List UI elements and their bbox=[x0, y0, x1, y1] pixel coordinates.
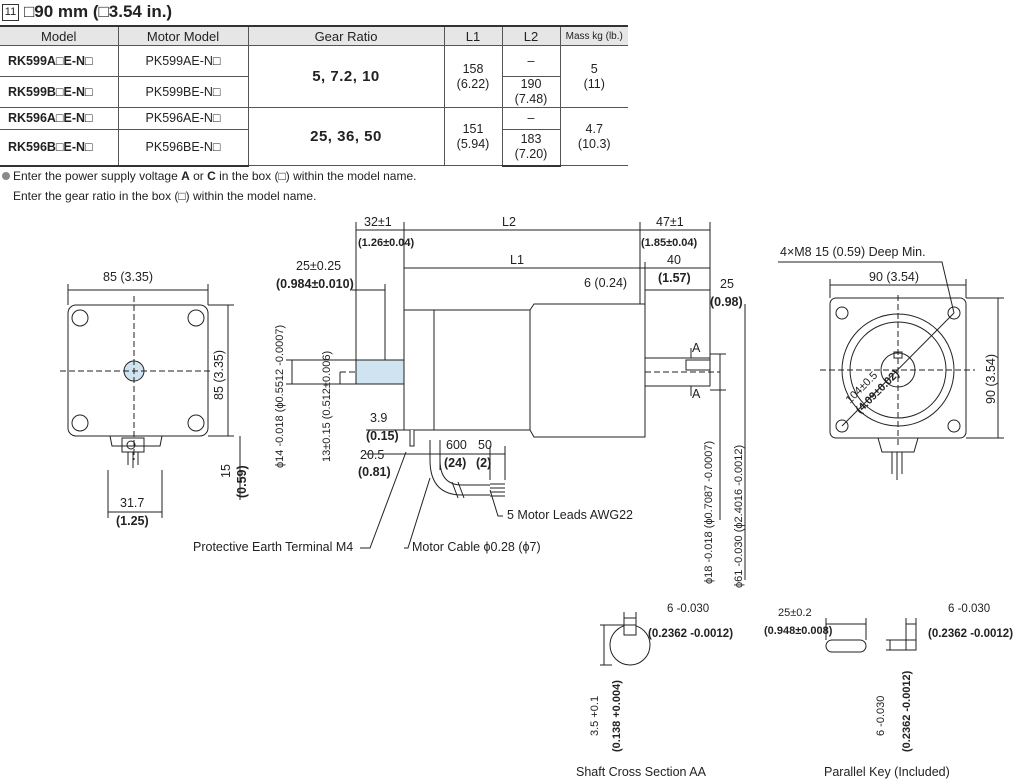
dim-terminal-height-in: (0.59) bbox=[235, 465, 249, 498]
l2-cell: 183(7.20) bbox=[501, 129, 560, 167]
gear-ratio-cell: 25, 36, 50 bbox=[247, 107, 445, 166]
model-cell: RK599B□E-N□ bbox=[0, 76, 119, 108]
section-number: 11 bbox=[2, 3, 19, 21]
model-cell: RK596B□E-N□ bbox=[0, 129, 119, 167]
dim-terminal-width-in: (1.25) bbox=[116, 514, 149, 528]
motor-model-cell: PK599BE-N□ bbox=[117, 76, 249, 108]
dim-40-in: (1.57) bbox=[658, 271, 691, 285]
dim-600-in: (24) bbox=[444, 456, 466, 470]
mass-cell: 4.7(10.3) bbox=[559, 107, 628, 166]
label-parallel-key: Parallel Key (Included) bbox=[824, 765, 950, 779]
spec-table: Model Motor Model Gear Ratio L1 L2 Mass … bbox=[0, 25, 628, 167]
label-shaft-section: Shaft Cross Section AA bbox=[576, 765, 707, 779]
table-header-row: Model Motor Model Gear Ratio L1 L2 Mass … bbox=[0, 25, 628, 46]
dim-25-tol: 25±0.25 bbox=[296, 259, 341, 273]
dim-600: 600 bbox=[446, 438, 467, 452]
label-motor-cable: Motor Cable ϕ0.28 (ϕ7) bbox=[412, 540, 541, 554]
dim-47: 47±1 bbox=[656, 215, 684, 229]
dim-25: 25 bbox=[720, 277, 734, 291]
dim-shaft-diameter: ϕ14 -0.018 (ϕ0.5512 -0.0007) bbox=[274, 325, 286, 468]
section-mark-a-bottom: A bbox=[692, 387, 701, 401]
gear-ratio-cell: 5, 7.2, 10 bbox=[247, 45, 445, 108]
dim-terminal-width: 31.7 bbox=[120, 496, 144, 510]
table-row: RK599A□E-N□ PK599AE-N□ 5, 7.2, 10 158(6.… bbox=[0, 45, 628, 108]
dim-hole-note: 4×M8 15 (0.59) Deep Min. bbox=[780, 245, 926, 259]
model-cell: RK599A□E-N□ bbox=[0, 45, 119, 77]
dim-20-5: 20.5 bbox=[360, 448, 384, 462]
dim-pk-length-in: (0.948±0.008) bbox=[764, 625, 833, 637]
dim-l1: L1 bbox=[510, 253, 524, 267]
mass-cell: 5(11) bbox=[559, 45, 628, 108]
dim-pilot-18: ϕ18 -0.018 (ϕ0.7087 -0.0007) bbox=[703, 441, 715, 584]
dim-40: 40 bbox=[667, 253, 681, 267]
dim-front-height: 85 (3.35) bbox=[212, 350, 226, 400]
dim-pilot-61: ϕ61 -0.030 (ϕ2.4016 -0.0012) bbox=[733, 445, 745, 588]
dim-pk-height: 6 -0.030 bbox=[875, 696, 887, 736]
dim-50-in: (2) bbox=[476, 456, 491, 470]
dim-25-in: (0.98) bbox=[710, 295, 743, 309]
section-mark-a-top: A bbox=[692, 341, 701, 355]
header-mass: Mass kg (lb.) bbox=[559, 25, 628, 46]
motor-model-cell: PK596AE-N□ bbox=[117, 107, 249, 130]
note-gear-ratio: Enter the gear ratio in the box (□) with… bbox=[13, 189, 317, 203]
note-voltage: Enter the power supply voltage A or C in… bbox=[2, 169, 416, 183]
table-row: RK596A□E-N□ PK596AE-N□ 25, 36, 50 151(5.… bbox=[0, 107, 628, 166]
dim-pk-width-in: (0.2362 -0.0012) bbox=[928, 628, 1013, 640]
dim-l2: L2 bbox=[502, 215, 516, 229]
output-shaft bbox=[355, 359, 405, 385]
dim-side-width: 90 (3.54) bbox=[869, 270, 919, 284]
dim-key-width-in: (0.2362 -0.0012) bbox=[648, 628, 733, 640]
dim-key-width: 6 -0.030 bbox=[667, 603, 709, 615]
dim-32: 32±1 bbox=[364, 215, 392, 229]
dim-50: 50 bbox=[478, 438, 492, 452]
dim-3-9: 3.9 bbox=[370, 411, 387, 425]
label-pe-terminal: Protective Earth Terminal M4 bbox=[193, 540, 353, 554]
l1-cell: 158(6.22) bbox=[443, 45, 503, 108]
header-motor-model: Motor Model bbox=[117, 25, 249, 46]
dim-20-5-in: (0.81) bbox=[358, 465, 391, 479]
section-title: □90 mm (□3.54 in.) bbox=[24, 2, 173, 21]
l1-cell: 151(5.94) bbox=[443, 107, 503, 166]
dim-pk-width: 6 -0.030 bbox=[948, 603, 990, 615]
bullet-icon bbox=[2, 172, 10, 180]
dim-key-depth: 3.5 +0.1 bbox=[589, 696, 601, 736]
dim-3-9-in: (0.15) bbox=[366, 429, 399, 443]
dim-32-in: (1.26±0.04) bbox=[358, 237, 415, 249]
motor-model-cell: PK596BE-N□ bbox=[117, 129, 249, 167]
label-motor-leads: 5 Motor Leads AWG22 bbox=[507, 508, 633, 522]
dim-terminal-height: 15 bbox=[219, 464, 233, 478]
dim-25-tol-in: (0.984±0.010) bbox=[276, 277, 354, 291]
dim-pk-height-in: (0.2362 -0.0012) bbox=[901, 670, 913, 752]
dim-47-in: (1.85±0.04) bbox=[641, 237, 698, 249]
dim-key-depth-in: (0.138 +0.004) bbox=[611, 680, 623, 752]
header-model: Model bbox=[0, 25, 119, 46]
dim-pk-length: 25±0.2 bbox=[778, 607, 812, 619]
dim-side-height: 90 (3.54) bbox=[984, 354, 998, 404]
dim-shaft-13: 13±0.15 (0.512±0.006) bbox=[321, 351, 333, 462]
dim-front-width: 85 (3.35) bbox=[103, 270, 153, 284]
section-header: 11 □90 mm (□3.54 in.) bbox=[2, 2, 172, 22]
dim-6: 6 (0.24) bbox=[584, 276, 627, 290]
